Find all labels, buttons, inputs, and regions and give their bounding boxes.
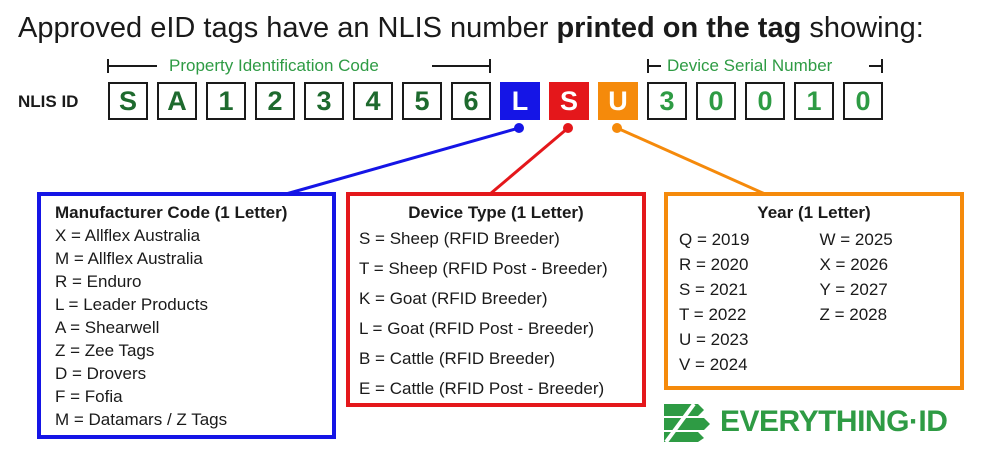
- manufacturer-code-item: L = Leader Products: [55, 295, 208, 314]
- year-item: Q = 2019: [679, 230, 750, 249]
- manufacturer-code-item: M = Datamars / Z Tags: [55, 410, 228, 429]
- everything-id-logo: EVERYTHING·ID: [664, 400, 948, 444]
- year-item: X = 2026: [819, 255, 889, 274]
- everything-id-wordmark: EVERYTHING·ID: [720, 405, 948, 438]
- nlis-char-device: S: [549, 82, 589, 120]
- nlis-char-serial: 0: [745, 82, 785, 120]
- manufacturer-connector: [285, 126, 520, 196]
- device-type-list: S = Sheep (RFID Breeder) T = Sheep (RFID …: [359, 224, 642, 404]
- headline-suffix: showing:: [801, 12, 924, 44]
- year-item: Y = 2027: [819, 280, 888, 299]
- device-type-item: L = Goat (RFID Post - Breeder): [359, 319, 595, 338]
- nlis-char-serial: 3: [647, 82, 687, 120]
- year-box: Year (1 Letter) Q = 2019 R = 2020 S = 2021…: [664, 192, 964, 390]
- nlis-char-pic: A: [157, 82, 197, 120]
- pic-bracket-right-tick: [489, 59, 491, 73]
- manufacturer-code-item: D = Drovers: [55, 364, 147, 383]
- nlis-char-pic: 1: [206, 82, 246, 120]
- nlis-char-pic: 6: [451, 82, 491, 120]
- pic-bracket: Property Identification Code: [107, 56, 491, 76]
- pic-bracket-right-line: [432, 65, 491, 67]
- device-type-item: S = Sheep (RFID Breeder): [359, 229, 560, 248]
- year-item: W = 2025: [819, 230, 893, 249]
- headline-bold: printed on the tag: [556, 12, 802, 44]
- nlis-char-serial: 0: [696, 82, 736, 120]
- nlis-id-label: NLIS ID: [18, 92, 79, 111]
- nlis-char-pic: S: [108, 82, 148, 120]
- pic-bracket-label: Property Identification Code: [169, 56, 379, 75]
- nlis-char-pic: 5: [402, 82, 442, 120]
- manufacturer-code-box: Manufacturer Code (1 Letter) X = Allflex…: [37, 192, 336, 439]
- device-type-item: B = Cattle (RFID Breeder): [359, 349, 556, 368]
- serial-bracket-left-line: [647, 65, 661, 67]
- manufacturer-connector-dot: [514, 123, 524, 133]
- headline-prefix: Approved eID tags have an NLIS number: [18, 12, 557, 44]
- year-item: S = 2021: [679, 280, 748, 299]
- year-title: Year (1 Letter): [757, 203, 871, 222]
- nlis-char-serial: 0: [843, 82, 883, 120]
- serial-bracket-right-line: [869, 65, 883, 67]
- nlis-char-year: U: [598, 82, 638, 120]
- nlis-char-pic: 3: [304, 82, 344, 120]
- year-item: U = 2023: [679, 330, 749, 349]
- serial-bracket-right-tick: [881, 59, 883, 73]
- year-list-column-2: W = 2025 X = 2026 Y = 2027 Z = 2028: [820, 227, 961, 377]
- headline: Approved eID tags have an NLIS number pr…: [18, 10, 988, 46]
- manufacturer-code-item: A = Shearwell: [55, 318, 160, 337]
- manufacturer-code-item: F = Fofia: [55, 387, 123, 406]
- device-connector: [489, 126, 569, 196]
- manufacturer-code-item: R = Enduro: [55, 272, 142, 291]
- year-item: R = 2020: [679, 255, 749, 274]
- nlis-char-pic: 2: [255, 82, 295, 120]
- manufacturer-code-item: X = Allflex Australia: [55, 226, 201, 245]
- serial-bracket-label: Device Serial Number: [667, 56, 833, 75]
- nlis-char-serial: 1: [794, 82, 834, 120]
- device-type-item: T = Sheep (RFID Post - Breeder): [359, 259, 608, 278]
- year-item: V = 2024: [679, 355, 748, 374]
- pic-bracket-left-line: [107, 65, 157, 67]
- stacked-arrows-logo-icon: [664, 402, 712, 444]
- manufacturer-code-list: X = Allflex Australia M = Allflex Austral…: [55, 224, 332, 431]
- device-connector-dot: [563, 123, 573, 133]
- year-item: Z = 2028: [819, 305, 888, 324]
- device-type-item: K = Goat (RFID Breeder): [359, 289, 548, 308]
- device-type-title: Device Type (1 Letter): [408, 203, 584, 222]
- year-connector: [616, 126, 766, 196]
- serial-bracket: Device Serial Number: [647, 56, 883, 76]
- year-item: T = 2022: [679, 305, 747, 324]
- year-connector-dot: [612, 123, 622, 133]
- year-list-column-1: Q = 2019 R = 2020 S = 2021 T = 2022 U = 2023…: [679, 227, 820, 377]
- device-type-item: E = Cattle (RFID Post - Breeder): [359, 379, 605, 398]
- manufacturer-code-item: M = Allflex Australia: [55, 249, 203, 268]
- nlis-char-manufacturer: L: [500, 82, 540, 120]
- nlis-char-pic: 4: [353, 82, 393, 120]
- manufacturer-code-item: Z = Zee Tags: [55, 341, 155, 360]
- device-type-box: Device Type (1 Letter) S = Sheep (RFID B…: [346, 192, 646, 407]
- manufacturer-code-title: Manufacturer Code (1 Letter): [55, 203, 288, 222]
